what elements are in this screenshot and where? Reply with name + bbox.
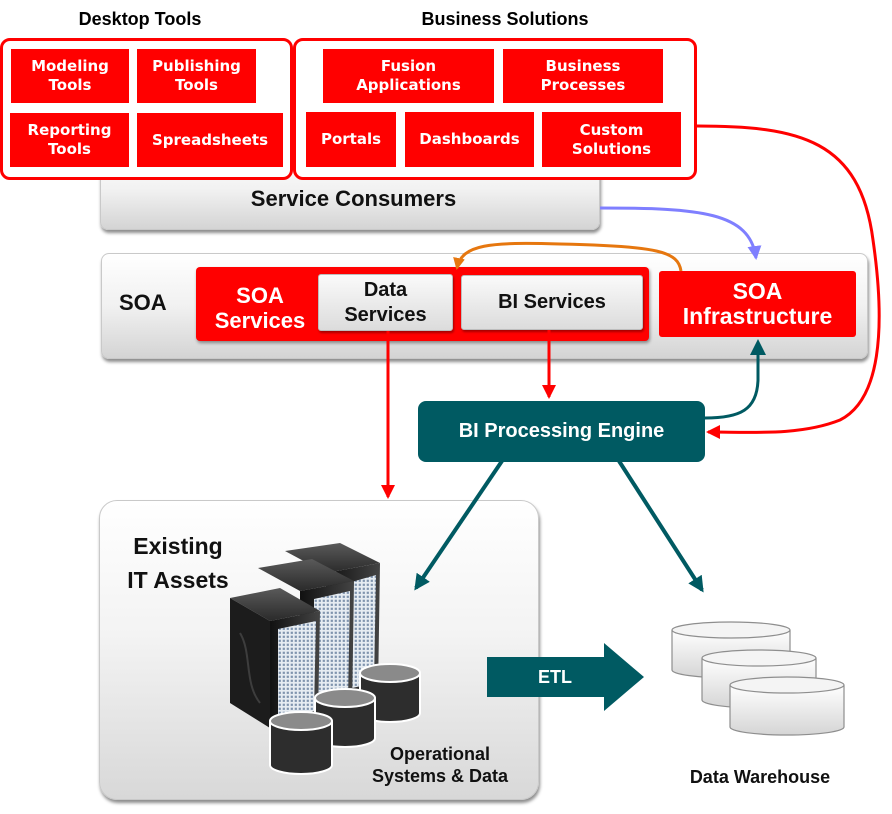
database-icon — [359, 663, 421, 723]
data-services-box[interactable]: Data Services — [318, 274, 453, 331]
servers-illustration — [230, 543, 380, 728]
operational-systems-caption: Operational Systems & Data — [371, 744, 509, 786]
soa-label: SOA — [119, 290, 167, 315]
server-front-icon — [230, 588, 320, 728]
business-processes-box[interactable]: Business Processes — [503, 49, 663, 103]
desktop-tools-title: Desktop Tools — [78, 9, 202, 29]
bi-services-box[interactable]: BI Services — [461, 275, 643, 330]
bi-processing-engine-box[interactable]: BI Processing Engine — [418, 401, 705, 462]
reporting-tools-box[interactable]: Reporting Tools — [10, 113, 129, 167]
publishing-tools-box[interactable]: Publishing Tools — [137, 49, 256, 103]
business-solutions-title: Business Solutions — [421, 9, 589, 29]
database-icon — [269, 711, 333, 775]
soa-services-label: SOA Services — [214, 283, 306, 333]
arrow-service-consumers-to-soa-infrastructure — [599, 206, 762, 260]
fusion-applications-box[interactable]: Fusion Applications — [323, 49, 494, 103]
portals-box[interactable]: Portals — [306, 112, 396, 167]
existing-it-assets-title: Existing IT Assets — [127, 533, 229, 593]
custom-solutions-box[interactable]: Custom Solutions — [542, 112, 681, 167]
database-icon — [729, 676, 845, 736]
spreadsheets-box[interactable]: Spreadsheets — [137, 113, 283, 167]
arrow-bi-engine-to-data-warehouse — [617, 459, 704, 593]
modeling-tools-box[interactable]: Modeling Tools — [11, 49, 129, 103]
data-warehouse-databases — [671, 621, 845, 736]
operational-databases — [269, 663, 421, 775]
etl-arrow — [487, 643, 644, 711]
dashboards-box[interactable]: Dashboards — [405, 112, 534, 167]
etl-label: ETL — [538, 667, 572, 687]
data-warehouse-label: Data Warehouse — [689, 767, 831, 787]
soa-infrastructure-box[interactable]: SOA Infrastructure — [659, 271, 856, 337]
service-consumers-label: Service Consumers — [250, 186, 457, 211]
